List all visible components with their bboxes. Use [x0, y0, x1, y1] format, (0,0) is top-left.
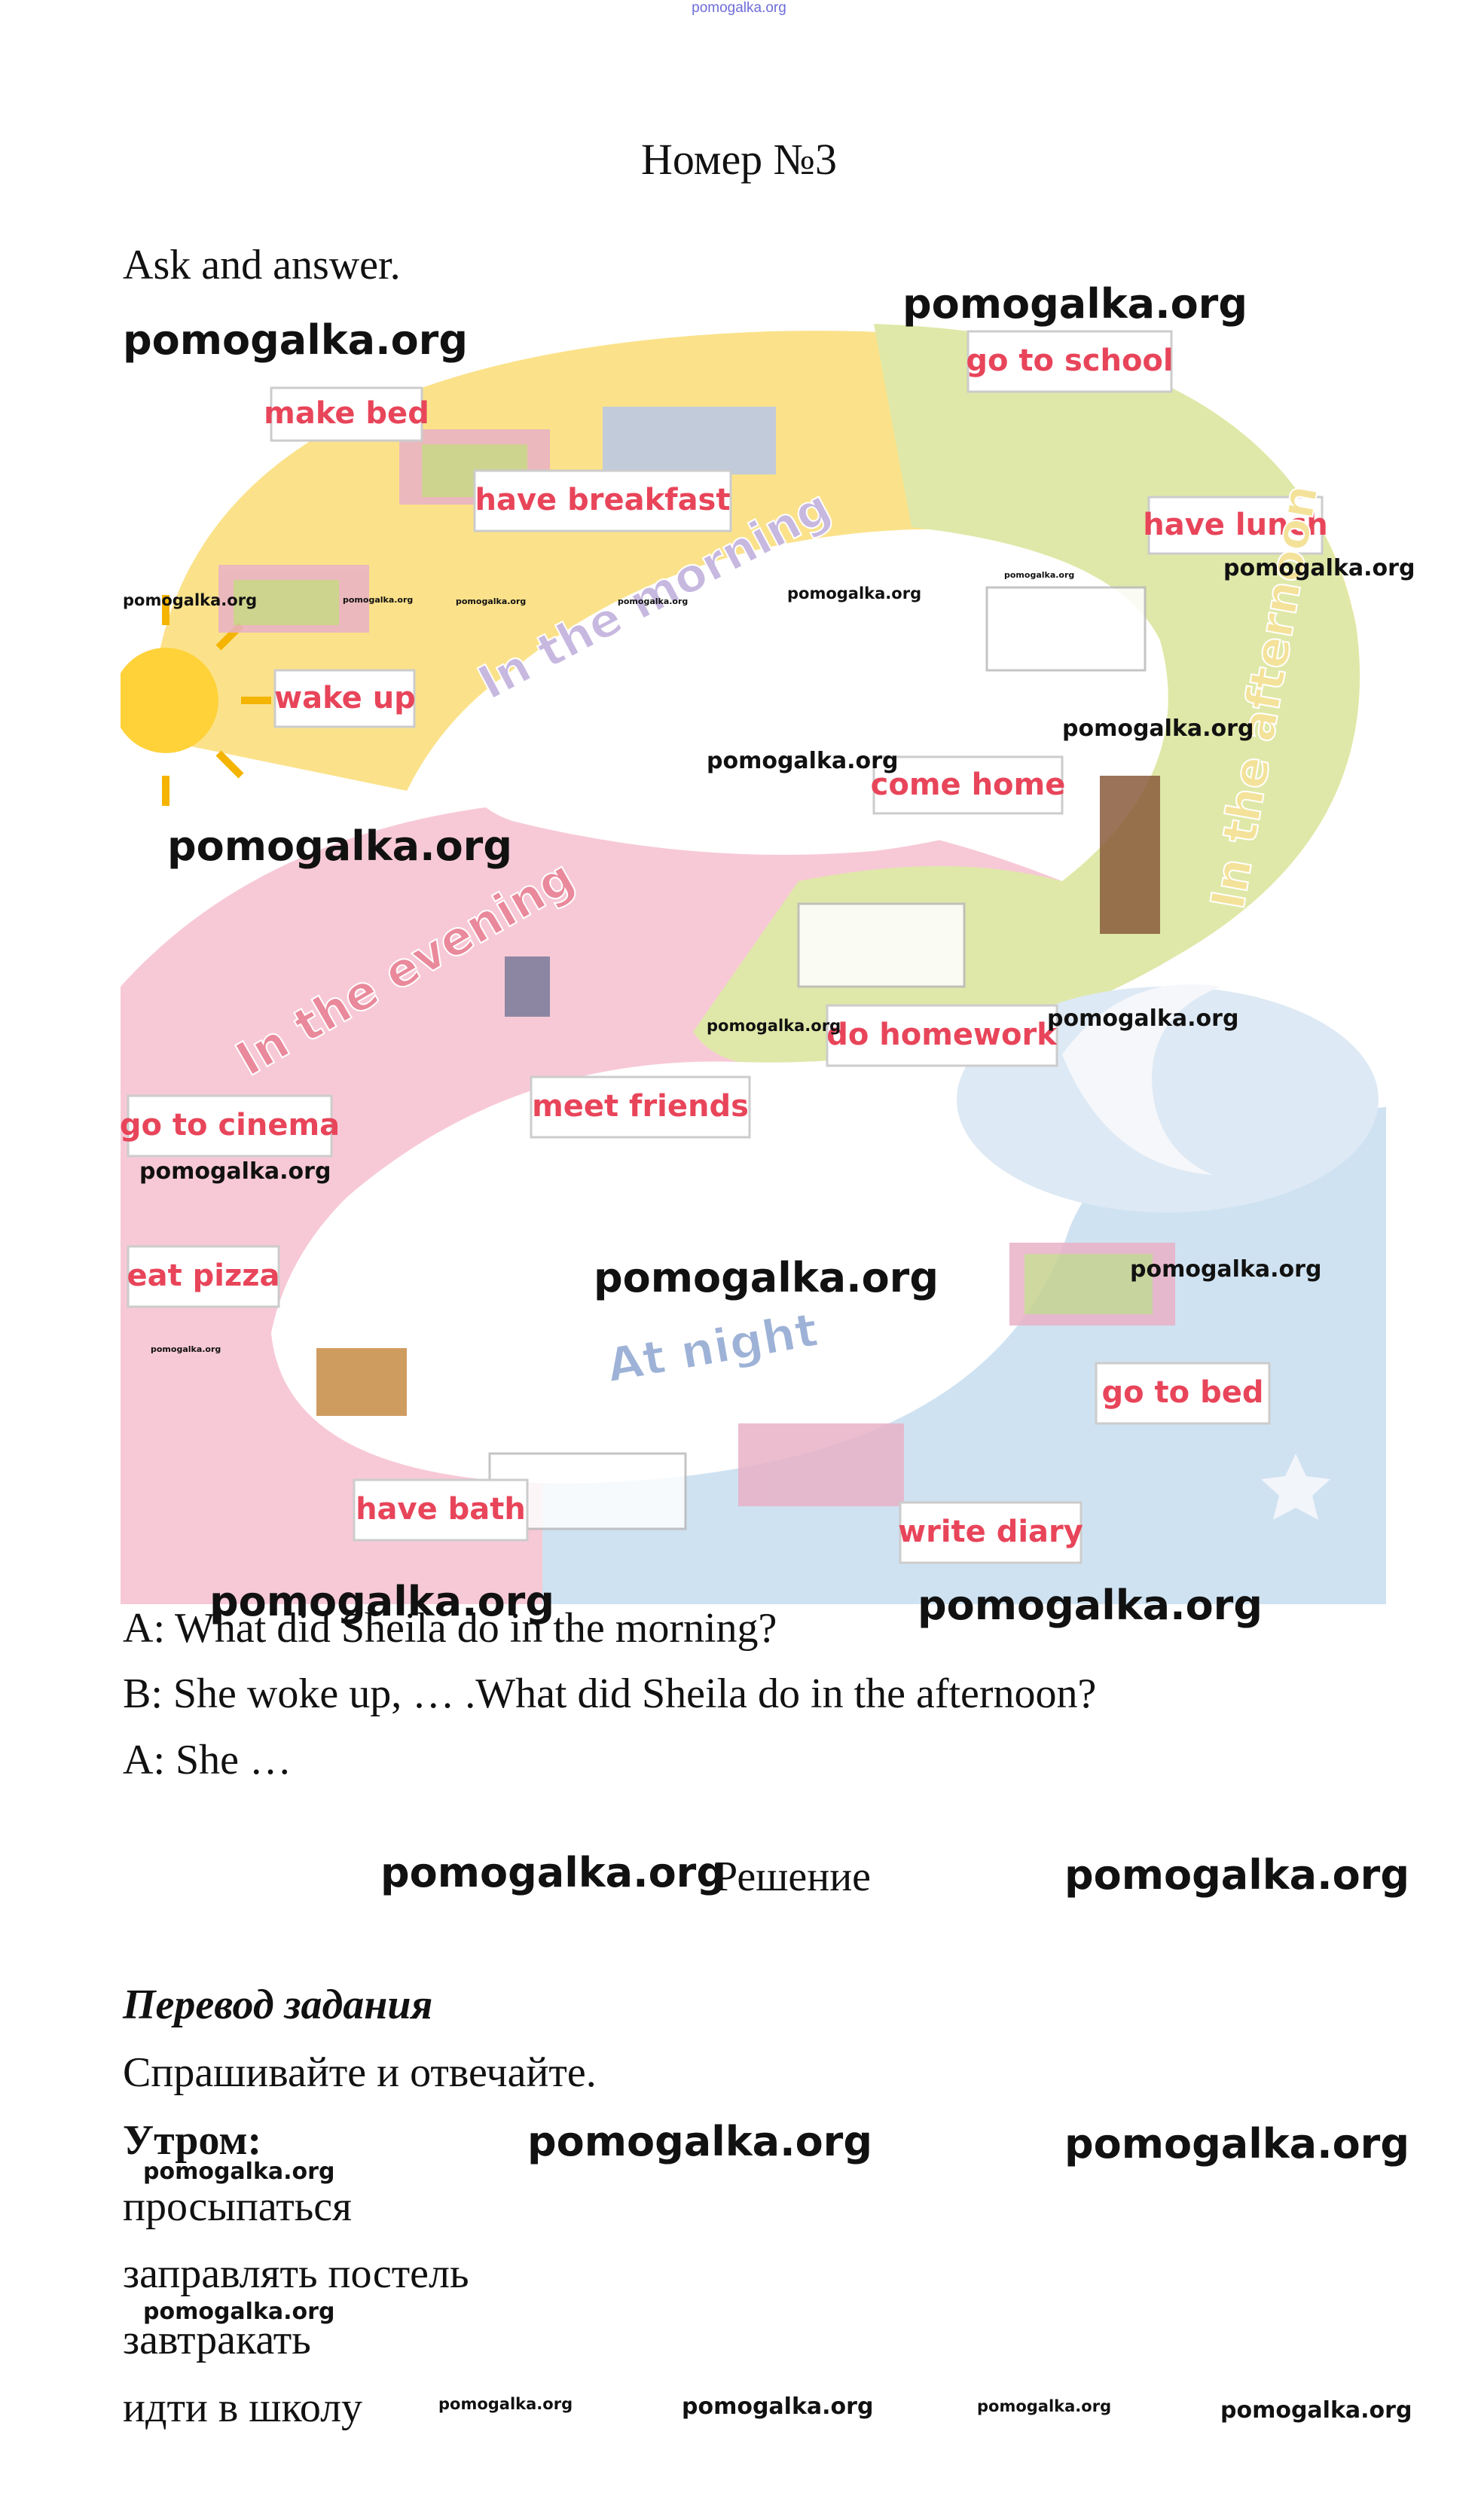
watermark: pomogalka.org	[1064, 1851, 1409, 1899]
svg-text:go to bed: go to bed	[1102, 1375, 1264, 1410]
morning-item: идти в школу	[123, 2384, 363, 2431]
svg-text:meet friends: meet friends	[532, 1089, 749, 1124]
label-make-bed: make bed	[264, 386, 429, 442]
watermark: pomogalka.org	[123, 316, 468, 364]
svg-text:have bath: have bath	[356, 1492, 526, 1527]
watermark: pomogalka.org	[594, 1254, 939, 1301]
label-go-to-cinema: go to cinema	[121, 1094, 340, 1158]
morning-item: просыпаться	[123, 2183, 352, 2230]
watermark: pomogalka.org	[707, 748, 899, 774]
watermark: pomogalka.org	[618, 596, 689, 606]
watermark: pomogalka.org	[977, 2397, 1112, 2415]
label-go-to-school: go to school	[966, 330, 1174, 393]
dialogue-line-3: A: She …	[123, 1737, 292, 1783]
daily-routine-illustration: wake up make bed have breakfast go to sc…	[121, 324, 1386, 1604]
watermark: pomogalka.org	[1004, 570, 1075, 580]
watermark: pomogalka.org	[682, 2393, 874, 2420]
watermark: pomogalka.org	[143, 2299, 335, 2325]
svg-text:have breakfast: have breakfast	[475, 483, 730, 517]
lower-hole	[389, 1109, 1009, 1381]
solution-label: Решение	[714, 1853, 872, 1900]
watermark: pomogalka.org	[139, 1158, 331, 1185]
svg-text:do homework: do homework	[826, 1017, 1058, 1052]
watermark: pomogalka.org	[902, 280, 1247, 328]
label-do-homework: do homework	[826, 1004, 1058, 1067]
label-wake-up: wake up	[273, 669, 416, 728]
watermark: pomogalka.org	[527, 2118, 872, 2165]
watermark: pomogalka.org	[167, 822, 512, 870]
translation-text: Спрашивайте и отвечайте.	[123, 2049, 597, 2096]
label-write-diary: write diary	[898, 1501, 1083, 1564]
scene-sketches	[218, 407, 1175, 1530]
label-come-home: come home	[871, 755, 1066, 815]
watermark: pomogalka.org	[123, 591, 258, 609]
watermark: pomogalka.org	[1223, 555, 1415, 581]
svg-text:go to school: go to school	[966, 343, 1173, 378]
watermark: pomogalka.org	[1062, 715, 1254, 742]
watermark: pomogalka.org	[1047, 1005, 1239, 1032]
watermark: pomogalka.org	[380, 1849, 725, 1896]
label-meet-friends: meet friends	[530, 1075, 751, 1139]
svg-text:have lunch: have lunch	[1143, 508, 1327, 542]
svg-text:eat pizza: eat pizza	[127, 1258, 279, 1293]
watermark: pomogalka.org	[707, 1017, 841, 1035]
task-instruction: Ask and answer.	[123, 242, 401, 288]
svg-text:come home: come home	[871, 767, 1066, 802]
watermark: pomogalka.org	[209, 1578, 554, 1625]
label-have-lunch: have lunch	[1143, 496, 1328, 555]
label-have-bath: have bath	[353, 1478, 529, 1542]
watermark: pomogalka.org	[438, 2395, 573, 2413]
svg-text:wake up: wake up	[274, 681, 416, 715]
label-go-to-bed: go to bed	[1095, 1362, 1271, 1425]
watermark: pomogalka.org	[918, 1582, 1263, 1629]
label-eat-pizza: eat pizza	[127, 1245, 280, 1308]
svg-text:go to cinema: go to cinema	[121, 1108, 340, 1143]
watermark: pomogalka.org	[1064, 2120, 1409, 2168]
label-have-breakfast: have breakfast	[473, 469, 732, 532]
page-title: Номер №3	[640, 135, 838, 184]
afternoon-band	[874, 324, 1360, 956]
morning-item: завтракать	[123, 2317, 311, 2363]
night-cloud	[957, 987, 1379, 1213]
morning-heading: Утром:	[123, 2117, 262, 2164]
activity-labels: wake up make bed have breakfast go to sc…	[121, 330, 1328, 1564]
watermark: pomogalka.org	[787, 584, 922, 603]
watermark: pomogalka.org	[343, 595, 414, 605]
dialogue-line-1: A: What did Sheila do in the morning?	[123, 1605, 777, 1652]
dialogue-line-2: B: She woke up, … .What did Sheila do in…	[123, 1670, 1097, 1717]
moon-icon	[1062, 984, 1220, 1175]
watermark: pomogalka.org	[1220, 2397, 1412, 2424]
watermark: pomogalka.org	[1130, 1256, 1322, 1283]
source-url[interactable]: pomogalka.org	[692, 0, 786, 16]
watermark: pomogalka.org	[456, 596, 527, 606]
watermark: pomogalka.org	[143, 2158, 335, 2185]
watermark: pomogalka.org	[151, 1344, 221, 1354]
svg-text:make bed: make bed	[264, 396, 429, 431]
star-icon	[1261, 1454, 1330, 1520]
translation-heading: Перевод задания	[123, 1982, 433, 2028]
svg-text:write diary: write diary	[898, 1515, 1083, 1549]
morning-item: заправлять постель	[123, 2250, 469, 2297]
